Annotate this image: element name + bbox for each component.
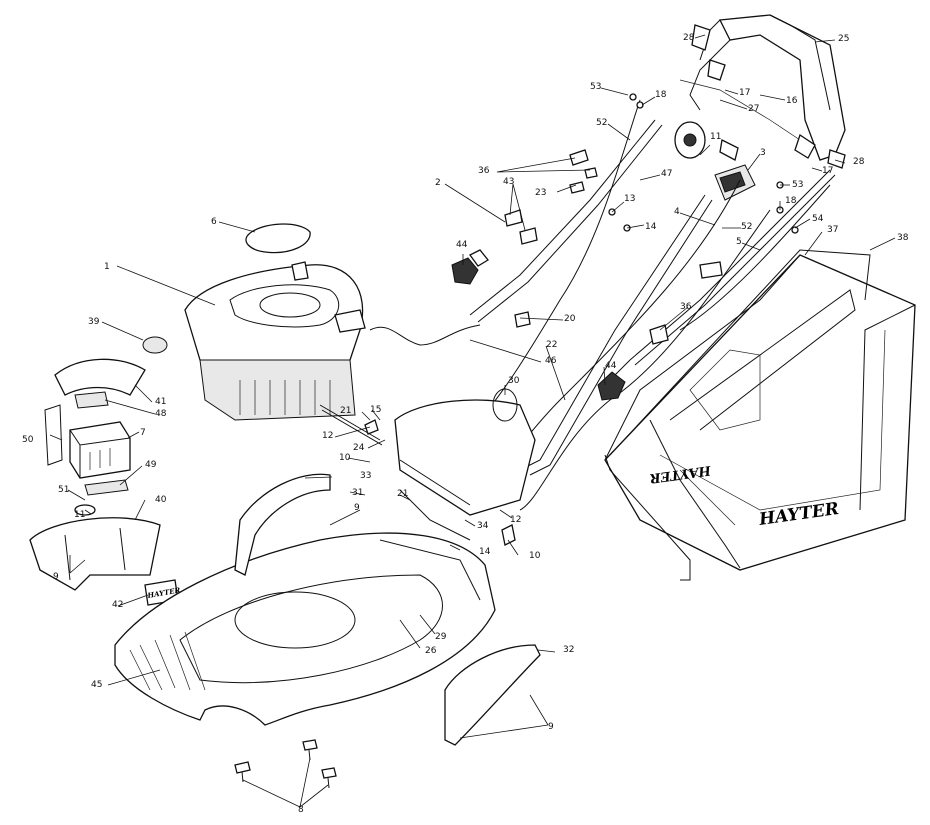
callout-9a: 9 bbox=[53, 572, 59, 582]
callout-21b: 21 bbox=[397, 489, 409, 499]
callout-44a: 44 bbox=[456, 240, 468, 250]
callout-28a: 28 bbox=[683, 33, 695, 43]
side-skirt-right bbox=[444, 644, 541, 746]
callout-27: 27 bbox=[748, 104, 760, 114]
callout-43: 43 bbox=[503, 177, 515, 187]
callout-22: 22 bbox=[546, 340, 558, 350]
callout-49: 49 bbox=[145, 460, 157, 470]
callout-9b: 9 bbox=[354, 503, 360, 513]
callout-14a: 14 bbox=[645, 222, 657, 232]
lower-handle bbox=[469, 119, 836, 476]
callout-42: 42 bbox=[112, 600, 124, 610]
callout-17a: 17 bbox=[739, 88, 751, 98]
callout-45: 45 bbox=[91, 680, 103, 690]
callout-18b: 18 bbox=[785, 196, 797, 206]
callout-6: 6 bbox=[211, 217, 217, 227]
filter-cover bbox=[245, 223, 311, 254]
deck bbox=[114, 532, 496, 726]
callout-32: 32 bbox=[563, 645, 575, 655]
leader-lines bbox=[49, 34, 896, 808]
callout-52b: 52 bbox=[741, 222, 753, 232]
callout-10b: 10 bbox=[529, 551, 541, 561]
callout-48: 48 bbox=[155, 409, 167, 419]
callout-2: 2 bbox=[435, 178, 441, 188]
shaft bbox=[319, 404, 383, 446]
callout-10a: 10 bbox=[339, 453, 351, 463]
callout-9c: 9 bbox=[548, 722, 554, 732]
callout-16: 16 bbox=[786, 96, 798, 106]
callout-53b: 53 bbox=[792, 180, 804, 190]
callout-36a: 36 bbox=[478, 166, 490, 176]
callout-54: 54 bbox=[812, 214, 824, 224]
callout-11a: 11 bbox=[74, 510, 86, 520]
pad bbox=[84, 479, 129, 496]
callout-12a: 12 bbox=[322, 431, 334, 441]
rear-flap bbox=[29, 504, 161, 591]
callout-46: 46 bbox=[545, 356, 557, 366]
callout-17b: 17 bbox=[822, 166, 834, 176]
callout-18a: 18 bbox=[655, 90, 667, 100]
callout-11b: 11 bbox=[710, 132, 722, 142]
callout-24: 24 bbox=[353, 443, 365, 453]
callout-20: 20 bbox=[564, 314, 576, 324]
callout-14b: 14 bbox=[479, 547, 491, 557]
callout-12b: 12 bbox=[510, 515, 522, 525]
callout-23: 23 bbox=[535, 188, 547, 198]
fittings bbox=[364, 93, 799, 546]
callout-1: 1 bbox=[104, 262, 110, 272]
callout-39: 39 bbox=[88, 317, 100, 327]
callout-7: 7 bbox=[140, 428, 146, 438]
callout-26: 26 bbox=[425, 646, 437, 656]
callout-13: 13 bbox=[624, 194, 636, 204]
battery bbox=[44, 404, 131, 479]
callout-21a: 21 bbox=[340, 406, 352, 416]
callout-28b: 28 bbox=[853, 157, 865, 167]
callout-29: 29 bbox=[435, 632, 447, 642]
engine bbox=[184, 261, 481, 421]
callout-30: 30 bbox=[508, 376, 520, 386]
callout-4: 4 bbox=[674, 207, 680, 217]
callout-44b: 44 bbox=[605, 361, 617, 371]
bolts bbox=[234, 739, 337, 789]
shield bbox=[54, 358, 146, 396]
callout-47: 47 bbox=[661, 169, 673, 179]
callout-52a: 52 bbox=[596, 118, 608, 128]
callout-38: 38 bbox=[897, 233, 909, 243]
callout-41: 41 bbox=[155, 397, 167, 407]
callout-33: 33 bbox=[360, 471, 372, 481]
callout-51: 51 bbox=[58, 485, 70, 495]
callout-50: 50 bbox=[22, 435, 34, 445]
badge bbox=[142, 336, 168, 354]
callout-3: 3 bbox=[760, 148, 766, 158]
callout-8: 8 bbox=[298, 805, 304, 815]
callout-37: 37 bbox=[827, 225, 839, 235]
controls bbox=[674, 24, 846, 201]
callout-36b: 36 bbox=[680, 302, 692, 312]
callout-53a: 53 bbox=[590, 82, 602, 92]
callout-5: 5 bbox=[736, 237, 742, 247]
side-skirt-left bbox=[234, 473, 331, 576]
callout-31: 31 bbox=[352, 488, 364, 498]
callout-34: 34 bbox=[477, 521, 489, 531]
callout-40: 40 bbox=[155, 495, 167, 505]
foam bbox=[74, 391, 109, 409]
grass-bag-frame bbox=[604, 249, 871, 581]
callout-25: 25 bbox=[838, 34, 850, 44]
callout-15: 15 bbox=[370, 405, 382, 415]
